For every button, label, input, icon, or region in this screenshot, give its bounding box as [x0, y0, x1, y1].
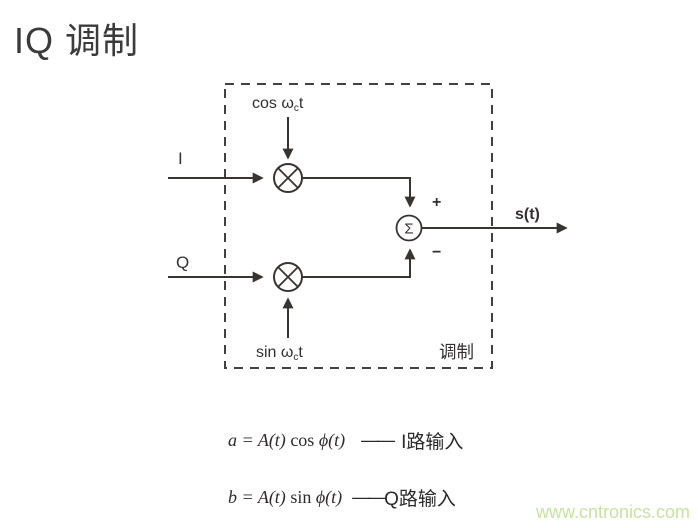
page-title: IQ 调制: [14, 20, 140, 61]
plus-sign: +: [432, 194, 441, 211]
input-q-label: Q: [176, 253, 189, 272]
iq-modulation-diagram: cos ωct I + − Σ s(t) Q sin ωct 调制: [168, 83, 568, 369]
mixer2-to-summer-line: [302, 248, 416, 278]
watermark: www.cntronics.com: [535, 502, 690, 522]
output-label: s(t): [515, 206, 540, 223]
equation-q-label: Q路输入: [384, 489, 456, 510]
carrier-sin-label: sin ωct: [256, 344, 303, 363]
equation-i-label: I路输入: [401, 432, 464, 453]
mixer1-to-summer-line: [302, 177, 416, 208]
equation-i-math: a = A(t) cos ϕ(t): [228, 430, 346, 450]
multiplier-icon: [273, 262, 303, 292]
equation-q-math: b = A(t) sin ϕ(t): [228, 487, 343, 507]
multiplier-icon: [273, 163, 303, 193]
modulator-box-label: 调制: [439, 342, 474, 362]
modulator-dashed-box: [224, 83, 493, 369]
sum-icon: Σ: [395, 214, 423, 242]
equation-q-dash: ——: [352, 487, 386, 507]
equation-i-input: a = A(t) cos ϕ(t) —— I路输入: [228, 427, 463, 454]
minus-sign: −: [432, 244, 441, 261]
equation-q-input: b = A(t) sin ϕ(t) —— Q路输入: [228, 484, 456, 511]
equation-i-dash: ——: [361, 430, 395, 450]
sigma-symbol: Σ: [404, 221, 413, 238]
carrier-cos-label: cos ωct: [252, 95, 304, 114]
input-i-label: I: [178, 149, 183, 168]
